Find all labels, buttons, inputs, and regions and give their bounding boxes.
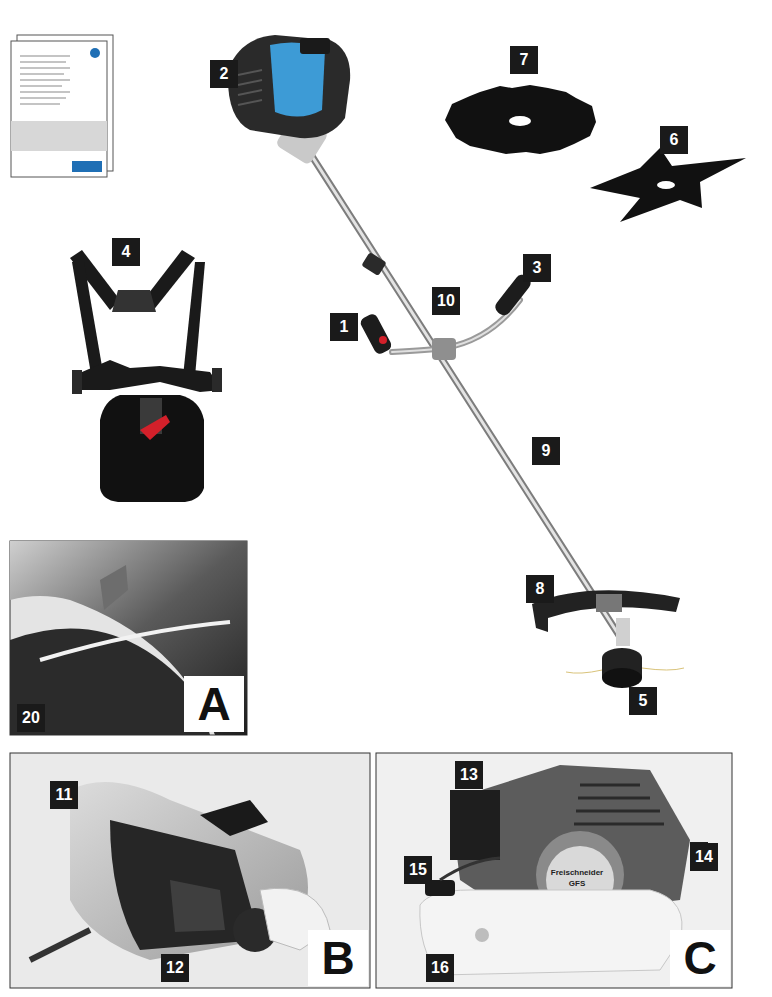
callout-number: 1 xyxy=(330,313,358,341)
handlebar xyxy=(359,272,534,360)
panel-letter: B xyxy=(308,930,368,986)
saw-blade xyxy=(445,85,596,154)
engine xyxy=(228,35,350,166)
callout-number: 4 xyxy=(112,238,140,266)
detail-panel-a xyxy=(10,541,247,735)
panel-letter: A xyxy=(184,676,244,732)
callout-number: 2 xyxy=(210,60,238,88)
callout-number: 7 xyxy=(510,46,538,74)
product-label: GFS xyxy=(568,879,586,888)
callout-number: 14 xyxy=(690,843,718,871)
callout-number: 13 xyxy=(455,761,483,789)
shoulder-harness xyxy=(70,250,222,502)
callout-number: 11 xyxy=(50,781,78,809)
manual-icon xyxy=(11,35,113,177)
callout-number: 12 xyxy=(161,954,189,982)
callout-number: 15 xyxy=(404,856,432,884)
callout-number: 6 xyxy=(660,126,688,154)
detail-panel-b xyxy=(10,753,370,988)
panel-letter: C xyxy=(670,930,730,986)
product-label: Freischneider xyxy=(550,868,604,877)
callout-number: 8 xyxy=(526,575,554,603)
callout-number: 3 xyxy=(523,254,551,282)
callout-number: 5 xyxy=(629,687,657,715)
callout-number: 10 xyxy=(432,287,460,315)
detail-panel-c xyxy=(376,753,732,988)
callout-number: 9 xyxy=(532,437,560,465)
drive-shaft xyxy=(308,150,622,640)
callout-number: 20 xyxy=(17,704,45,732)
four-tooth-blade xyxy=(590,148,746,222)
callout-number: 16 xyxy=(426,954,454,982)
guard-and-spool xyxy=(532,590,684,688)
